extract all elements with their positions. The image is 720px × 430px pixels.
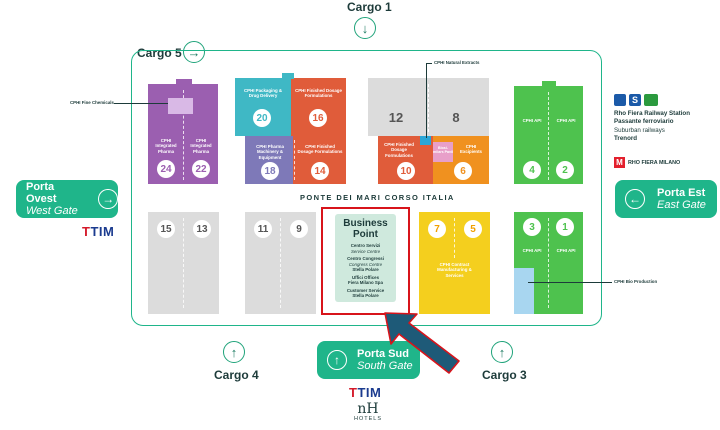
bio-production-callout: CPHI Bio Production (614, 279, 658, 284)
hall-2-number[interactable]: 2 (556, 161, 574, 179)
hall-2-label: CPHI API (556, 118, 576, 123)
fairground-boundary (131, 50, 602, 326)
cargo-3-label: Cargo 3 (482, 368, 527, 382)
hall-24-label: CPHI Integrated Pharma (155, 138, 177, 154)
hall-10-6[interactable]: Biosi- milars Pavil CPHI Finished Dosage… (378, 136, 489, 184)
cargo-1-label: Cargo 1 (347, 0, 392, 14)
fine-chemicals-area (168, 98, 193, 114)
business-point-line: Centro Congressi (347, 256, 384, 261)
tim-logo-west: TTIM (82, 224, 115, 239)
arrow-up-icon: ↑ (327, 350, 347, 370)
hall-10-number[interactable]: 10 (397, 162, 415, 180)
hall-18-14[interactable]: CPHI Pharma Machinery & Equipment CPHI F… (245, 136, 346, 184)
business-point-line: Congress Centre (348, 261, 383, 267)
hall-7-number[interactable]: 7 (428, 220, 446, 238)
hall-6-number[interactable]: 6 (454, 162, 472, 180)
hall-10-label: CPHI Finished Dosage Formulations (384, 142, 414, 158)
business-point-line: Stella Polare (352, 293, 379, 298)
business-point-line: Customer Service (346, 287, 385, 293)
business-point-line: Centro Servizi (350, 243, 381, 248)
railway-logos: S (614, 94, 658, 106)
hall-12-8[interactable]: 12 8 (368, 78, 489, 136)
hall-18-label: CPHI Pharma Machinery & Equipment (256, 144, 284, 160)
suburban-s-logo-icon: S (629, 94, 641, 106)
cargo-1-arrow-down-icon[interactable]: ↓ (354, 17, 376, 39)
tim-logo-south: TTIM (349, 385, 382, 400)
hall-14-label: CPHI Finished Dosage Formulations (297, 144, 343, 155)
bridge-label: PONTE DEI MARI CORSO ITALIA (300, 193, 455, 202)
hall-16[interactable]: CPHI Finished Dosage Formulations 16 (291, 78, 346, 136)
hall-1-number[interactable]: 1 (556, 218, 574, 236)
natural-extracts-area (420, 136, 431, 145)
hall-22-label: CPHI Integrated Pharma (190, 138, 212, 154)
hall-4-number[interactable]: 4 (523, 161, 541, 179)
station-info: Rho Fiera Railway Station Passante ferro… (614, 110, 690, 143)
biosimilars-pavilion: Biosi- milars Pavil (433, 142, 453, 162)
hall-24-22[interactable]: CPHI Integrated Pharma CPHI Integrated P… (148, 84, 218, 184)
hall-20-number[interactable]: 20 (253, 109, 271, 127)
hall-15-13[interactable]: 15 13 (148, 212, 219, 314)
metro-logo-icon: M (614, 157, 625, 168)
cargo-5-arrow-right-icon[interactable]: → (183, 41, 205, 63)
cargo-3-arrow-up-icon[interactable]: ↑ (491, 341, 513, 363)
business-point-line: Stella Polare (352, 267, 379, 272)
hall-22-number[interactable]: 22 (192, 160, 210, 178)
hall-11-number[interactable]: 11 (254, 220, 272, 238)
hall-3-1[interactable]: 3 1 CPHI API CPHI API (514, 212, 583, 314)
hall-13-number[interactable]: 13 (193, 220, 211, 238)
nh-hotels-logo: nH HOTELS (354, 401, 383, 422)
cargo-4-label: Cargo 4 (214, 368, 259, 382)
hall-14-number[interactable]: 14 (311, 162, 329, 180)
arrow-right-icon: → (98, 189, 118, 209)
business-point-line: Uffici Offices (351, 274, 380, 280)
hall-16-number[interactable]: 16 (309, 109, 327, 127)
business-point-title: Business Point (343, 218, 388, 240)
hall-7-5-label: CPHI Contract Manufacturing & Services (437, 262, 472, 278)
cargo-5-label: Cargo 5 (137, 46, 182, 60)
business-point-highlight (321, 207, 410, 315)
trenord-logo-icon (644, 94, 658, 106)
south-gate[interactable]: ↑ Porta Sud South Gate (317, 341, 420, 379)
hall-1-label: CPHI API (556, 248, 576, 253)
hall-15-number[interactable]: 15 (157, 220, 175, 238)
hall-12-number[interactable]: 12 (388, 109, 404, 125)
west-gate[interactable]: Porta Ovest West Gate → (16, 180, 118, 218)
hall-6-label: CPHI Excipients (460, 144, 482, 155)
hall-20-label: CPHI Packaging & Drug Delivery (243, 88, 283, 99)
hall-24-number[interactable]: 24 (157, 160, 175, 178)
business-point-line: Service Centre (350, 248, 381, 254)
cargo-4-arrow-up-icon[interactable]: ↑ (223, 341, 245, 363)
hall-7-5[interactable]: 7 5 CPHI Contract Manufacturing & Servic… (419, 212, 490, 314)
hall-9-number[interactable]: 9 (290, 220, 308, 238)
hall-20[interactable]: CPHI Packaging & Drug Delivery 20 (235, 78, 291, 136)
hall-5-number[interactable]: 5 (464, 220, 482, 238)
bio-production-area (514, 268, 534, 314)
fine-chemicals-callout: CPHI Fine Chemicals (70, 100, 114, 105)
hall-8-number[interactable]: 8 (452, 109, 460, 125)
east-gate[interactable]: ← Porta Est East Gate (615, 180, 717, 218)
hall-11-9[interactable]: 11 9 (245, 212, 316, 314)
hall-3-label: CPHI API (522, 248, 542, 253)
hall-4-label: CPHI API (522, 118, 542, 123)
natural-extracts-callout: CPHI Natural Extracts (434, 60, 480, 65)
hall-4-2[interactable]: CPHI API CPHI API 4 2 (514, 86, 583, 184)
trenitalia-logo-icon (614, 94, 626, 106)
hall-3-number[interactable]: 3 (523, 218, 541, 236)
hall-18-number[interactable]: 18 (261, 162, 279, 180)
business-point-line: Fiera Milano Spa (348, 280, 383, 285)
hall-16-label: CPHI Finished Dosage Formulations (295, 88, 342, 99)
arrow-left-icon: ← (625, 189, 645, 209)
metro-station: M RHO FIERA MILANO (614, 157, 680, 168)
